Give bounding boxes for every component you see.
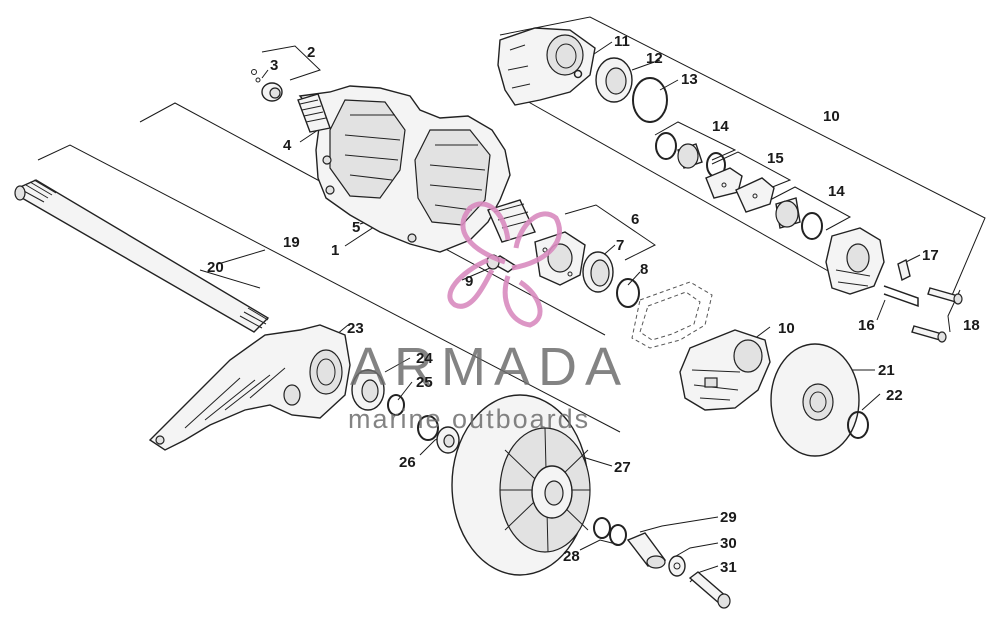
bracket-arm bbox=[148, 324, 351, 451]
callout-18: 18 bbox=[963, 317, 980, 334]
callout-15: 15 bbox=[767, 150, 784, 167]
spacer bbox=[626, 532, 667, 569]
bleeder bbox=[897, 258, 911, 282]
callout-3: 3 bbox=[270, 57, 278, 74]
brake-pads bbox=[705, 167, 775, 213]
callout-27: 27 bbox=[614, 459, 631, 476]
brake-disc bbox=[770, 343, 860, 457]
callout-21: 19 bbox=[283, 234, 300, 251]
washer bbox=[668, 555, 686, 577]
caliper-upper bbox=[497, 27, 596, 106]
callout-10-top: 10 bbox=[823, 108, 840, 125]
callout-24: 24 bbox=[416, 350, 433, 367]
small-ring bbox=[573, 69, 583, 79]
bearing-stack bbox=[351, 369, 460, 454]
adapter-plate bbox=[631, 281, 713, 349]
callout-26: 26 bbox=[399, 454, 416, 471]
group-brackets bbox=[37, 16, 986, 551]
callout-14-lower: 14 bbox=[828, 183, 845, 200]
seal bbox=[582, 251, 614, 293]
callout-7: 7 bbox=[616, 237, 624, 254]
bushing-set-lower bbox=[775, 197, 823, 240]
watermark-logo-mark bbox=[447, 201, 562, 328]
watermark-tagline: marine outboards bbox=[348, 404, 590, 434]
callout-12: 12 bbox=[646, 50, 663, 67]
caliper-bolts bbox=[911, 287, 963, 343]
gearbox-housing bbox=[297, 85, 536, 253]
callout-13: 13 bbox=[681, 71, 698, 88]
caliper-mid bbox=[679, 329, 771, 411]
callout-14-upper: 14 bbox=[712, 118, 729, 135]
callout-1: 1 bbox=[331, 242, 339, 259]
callout-28: 28 bbox=[563, 548, 580, 565]
callout-19: 21 bbox=[878, 362, 895, 379]
callout-16: 16 bbox=[858, 317, 875, 334]
bearing bbox=[595, 57, 633, 103]
callout-5: 5 bbox=[352, 219, 360, 236]
callout-8: 8 bbox=[640, 261, 648, 278]
callout-22: 20 bbox=[207, 259, 224, 276]
clutch-rings bbox=[593, 517, 627, 546]
output-shaft bbox=[14, 179, 270, 333]
small-bearing bbox=[251, 69, 283, 102]
callout-11: 11 bbox=[614, 33, 630, 50]
gasket-plate bbox=[534, 231, 586, 286]
callout-25: 25 bbox=[416, 374, 433, 391]
callout-30: 30 bbox=[720, 535, 737, 552]
disc-snap-ring bbox=[847, 411, 869, 439]
callout-17: 17 bbox=[922, 247, 939, 264]
callout-20: 22 bbox=[886, 387, 903, 404]
callout-10-mid: 10 bbox=[778, 320, 795, 337]
callout-31: 31 bbox=[720, 559, 737, 576]
callouts: 2 3 4 5 1 19 20 9 6 7 8 11 12 13 10 14 1… bbox=[207, 33, 980, 576]
watermark-brand: ARMADA bbox=[350, 337, 629, 397]
driven-clutch bbox=[451, 394, 591, 576]
callout-23: 23 bbox=[347, 320, 364, 337]
callout-2: 2 bbox=[307, 44, 315, 61]
callout-4: 4 bbox=[283, 137, 292, 154]
bushing-set-upper bbox=[655, 132, 726, 178]
callout-6: 6 bbox=[631, 211, 639, 228]
callout-9: 9 bbox=[465, 273, 473, 290]
callout-29: 29 bbox=[720, 509, 737, 526]
o-ring bbox=[632, 77, 668, 123]
caliper-lower bbox=[825, 227, 885, 295]
watermark: ARMADA marine outboards bbox=[348, 337, 629, 434]
snap-ring bbox=[616, 278, 640, 308]
clutch-bolt bbox=[688, 571, 731, 609]
cotter-pin bbox=[883, 285, 919, 308]
